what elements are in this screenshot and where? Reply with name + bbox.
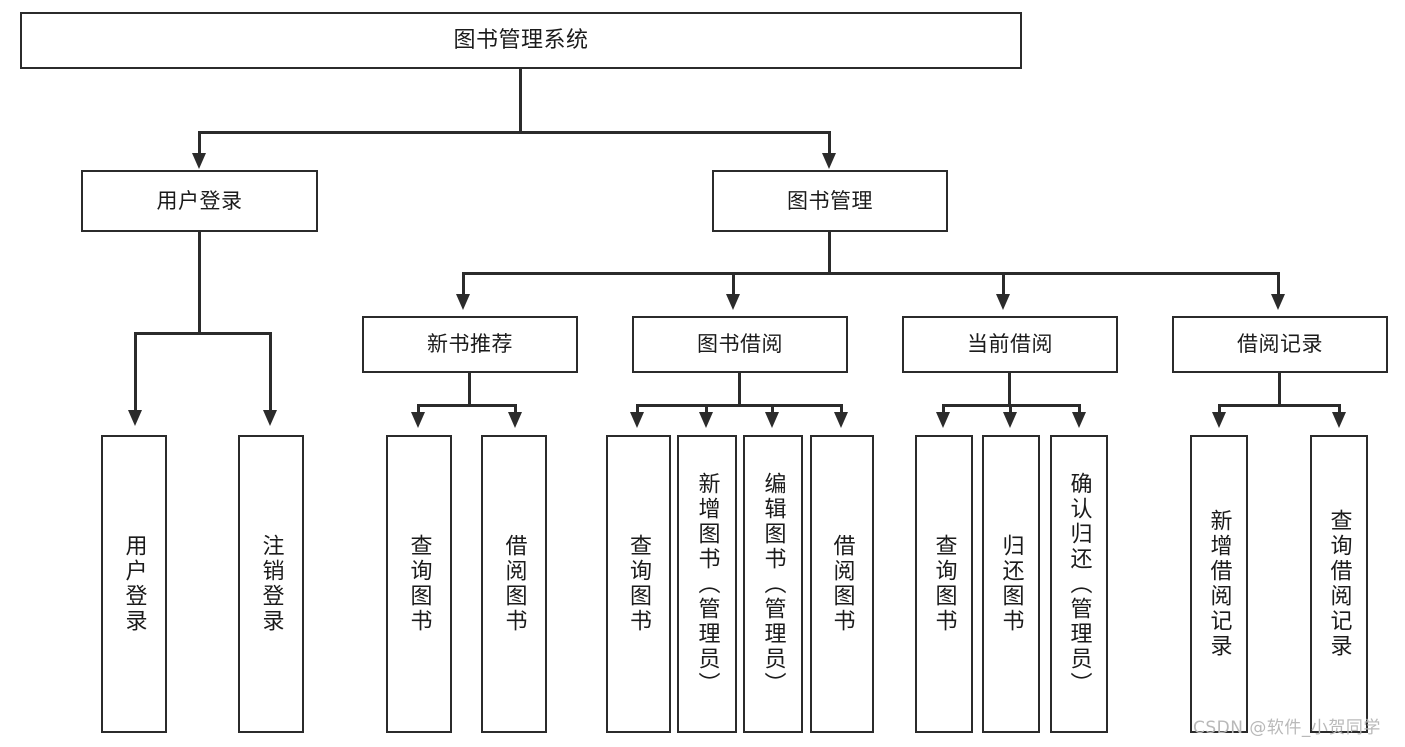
connector-drop-edit-book [771,404,774,416]
node-label: 查询图书 [626,534,652,634]
node-label: 借阅图书 [829,534,855,634]
node-label: 确认归还（管理员） [1066,471,1092,697]
connector-level3-bar [462,272,1280,275]
node-label: 归还图书 [998,534,1024,634]
leaf-user-login[interactable]: 用户登录 [101,435,167,733]
node-new-book-recommend[interactable]: 新书推荐 [362,316,578,373]
csdn-watermark: CSDN @软件_小贺同学 [1193,718,1381,738]
node-label: 借阅图书 [501,534,527,634]
arrowhead-borrow [726,294,740,310]
node-user-login[interactable]: 用户登录 [81,170,318,232]
leaf-add-borrow-record[interactable]: 新增借阅记录 [1190,435,1248,733]
arrowhead-edit-book [765,412,779,428]
connector-drop-query-record [1338,404,1341,416]
node-label: 编辑图书（管理员） [760,471,786,697]
connector-drop-add-record [1218,404,1221,416]
node-label: 新增借阅记录 [1206,509,1232,659]
node-label: 查询图书 [931,534,957,634]
connector-drop-confirm-return [1078,404,1081,416]
leaf-query-book-current[interactable]: 查询图书 [915,435,973,733]
arrowhead-borrow-record [1271,294,1285,310]
leaf-logout[interactable]: 注销登录 [238,435,304,733]
arrowhead-query-book-2 [630,412,644,428]
connector-drop-user-login [198,131,201,157]
connector-drop-borrow-record [1277,272,1280,298]
connector-drop-query-book-1 [417,404,420,416]
connector-book-manage-stem [828,232,831,274]
leaf-query-book-new-recommend[interactable]: 查询图书 [386,435,452,733]
node-root-library-system[interactable]: 图书管理系统 [20,12,1022,69]
arrowhead-query-record [1332,412,1346,428]
connector-drop-book-manage [828,131,831,157]
node-label: 用户登录 [156,188,243,213]
arrowhead-leaf-user-login [128,410,142,426]
connector-user-login-bar [134,332,272,335]
arrowhead-borrow-book-2 [834,412,848,428]
node-label: 图书管理 [787,188,873,213]
arrowhead-query-book-1 [411,412,425,428]
arrowhead-add-record [1212,412,1226,428]
node-label: 新增图书（管理员） [694,471,720,697]
arrowhead-add-book [699,412,713,428]
connector-borrow-record-bar [1218,404,1341,407]
leaf-edit-book-admin[interactable]: 编辑图书（管理员） [743,435,803,733]
leaf-borrow-book-new-recommend[interactable]: 借阅图书 [481,435,547,733]
leaf-query-book-borrow[interactable]: 查询图书 [606,435,671,733]
arrowhead-confirm-return [1072,412,1086,428]
arrowhead-leaf-logout [263,410,277,426]
node-label: 图书借阅 [697,332,783,357]
connector-drop-borrow [732,272,735,298]
node-label: 注销登录 [258,534,284,634]
connector-level2-bar [198,131,831,134]
arrowhead-book-manage [822,153,836,169]
connector-root-stem [519,69,522,133]
leaf-return-book[interactable]: 归还图书 [982,435,1040,733]
node-label: 用户登录 [121,534,147,634]
node-book-borrow[interactable]: 图书借阅 [632,316,848,373]
connector-drop-query-book-2 [636,404,639,416]
connector-book-borrow-bar [636,404,842,407]
connector-book-borrow-stem [738,373,741,407]
connector-drop-query-book-3 [942,404,945,416]
leaf-query-borrow-record[interactable]: 查询借阅记录 [1310,435,1368,733]
node-label: 查询图书 [406,534,432,634]
node-label: 图书管理系统 [453,27,589,53]
connector-current-borrow-stem [1008,373,1011,407]
leaf-borrow-book[interactable]: 借阅图书 [810,435,874,733]
arrowhead-user-login [192,153,206,169]
connector-user-login-stem [198,232,201,334]
arrowhead-query-book-3 [936,412,950,428]
connector-drop-current-borrow [1002,272,1005,298]
node-label: 新书推荐 [427,332,513,357]
arrowhead-current-borrow [996,294,1010,310]
node-label: 当前借阅 [967,332,1053,357]
arrowhead-return-book [1003,412,1017,428]
arrowhead-new-books [456,294,470,310]
connector-drop-new-books [462,272,465,298]
arrowhead-borrow-book-1 [508,412,522,428]
connector-drop-borrow-book-2 [840,404,843,416]
node-current-borrow[interactable]: 当前借阅 [902,316,1118,373]
connector-new-books-bar [417,404,517,407]
node-book-management[interactable]: 图书管理 [712,170,948,232]
connector-drop-leaf-user-login [134,332,137,414]
connector-borrow-record-stem [1278,373,1281,407]
connector-new-books-stem [468,373,471,407]
connector-drop-return-book [1009,404,1012,416]
node-borrow-record[interactable]: 借阅记录 [1172,316,1388,373]
connector-drop-borrow-book-1 [514,404,517,416]
connector-drop-leaf-logout [269,332,272,414]
leaf-add-book-admin[interactable]: 新增图书（管理员） [677,435,737,733]
leaf-confirm-return-admin[interactable]: 确认归还（管理员） [1050,435,1108,733]
connector-drop-add-book [705,404,708,416]
node-label: 借阅记录 [1237,332,1323,357]
node-label: 查询借阅记录 [1326,509,1352,659]
